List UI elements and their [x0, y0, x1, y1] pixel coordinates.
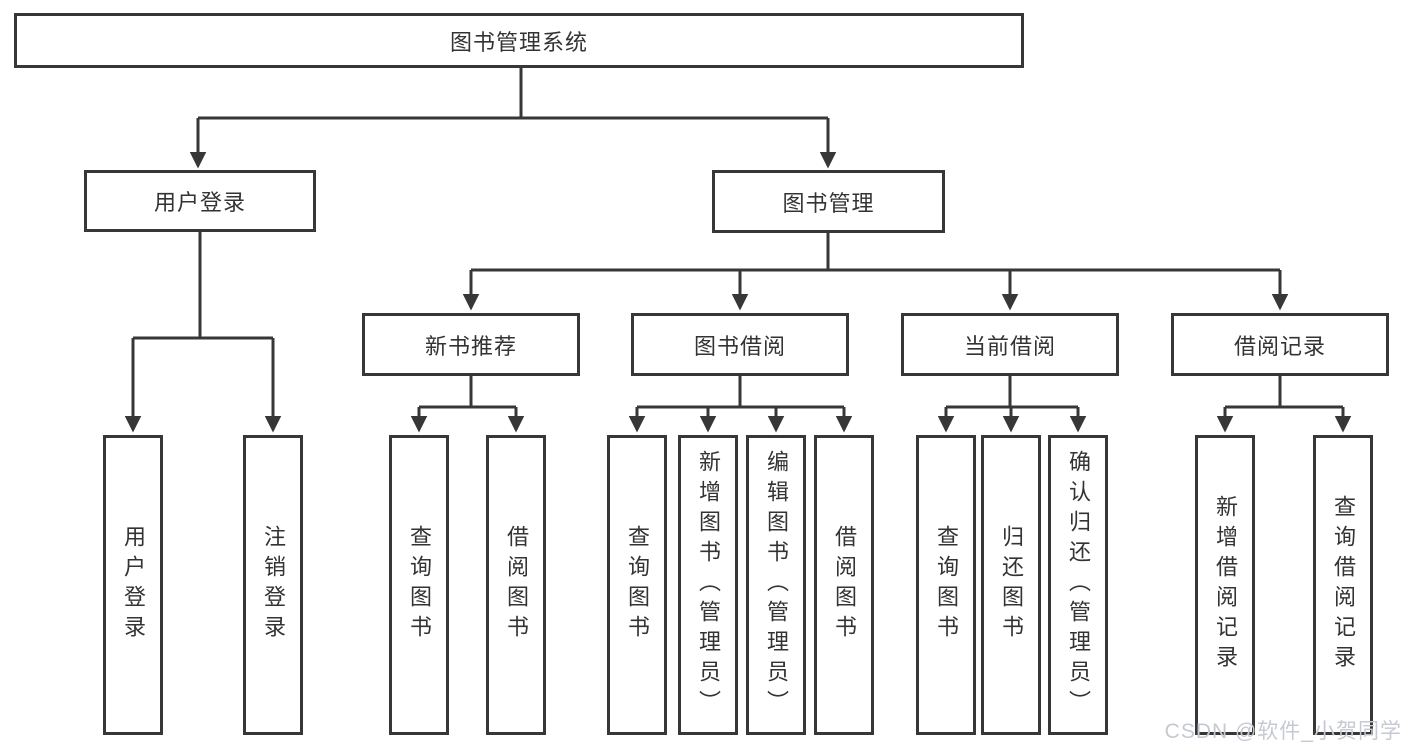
- leaf-logout-login: 注销登录: [243, 435, 303, 735]
- node-borrowing-records: 借阅记录: [1171, 313, 1389, 376]
- node-book-borrowing: 图书借阅: [631, 313, 849, 376]
- leaf-label: 查询借阅记录: [1331, 495, 1356, 675]
- node-label: 新书推荐: [424, 333, 517, 359]
- connector-group: [124, 68, 1352, 433]
- node-new-book-recommendation: 新书推荐: [362, 313, 580, 376]
- node-label: 当前借阅: [963, 333, 1056, 359]
- leaf-query-books-recommend: 查询图书: [389, 435, 449, 735]
- node-label: 借阅记录: [1233, 333, 1326, 359]
- leaf-query-books-current: 查询图书: [916, 435, 976, 735]
- leaf-add-books-admin: 新增图书（管理员）: [678, 435, 738, 735]
- leaf-label: 新增图书（管理员）: [696, 450, 721, 720]
- node-label: 图书管理: [782, 190, 875, 216]
- leaf-user-login: 用户登录: [103, 435, 163, 735]
- leaf-edit-books-admin: 编辑图书（管理员）: [746, 435, 806, 735]
- leaf-confirm-return-admin: 确认归还（管理员）: [1048, 435, 1108, 735]
- leaf-borrow-books: 借阅图书: [814, 435, 874, 735]
- leaf-borrow-books-recommend: 借阅图书: [486, 435, 546, 735]
- node-label: 图书管理系统: [449, 29, 588, 55]
- leaf-query-books-borrow: 查询图书: [607, 435, 667, 735]
- leaf-label: 用户登录: [121, 525, 146, 645]
- leaf-query-borrow-record: 查询借阅记录: [1313, 435, 1373, 735]
- node-library-management-system: 图书管理系统: [14, 13, 1024, 68]
- leaf-label: 查询图书: [625, 525, 650, 645]
- leaf-label: 查询图书: [407, 525, 432, 645]
- node-current-borrowing: 当前借阅: [901, 313, 1119, 376]
- node-user-login: 用户登录: [84, 170, 316, 232]
- leaf-label: 新增借阅记录: [1213, 495, 1238, 675]
- leaf-label: 查询图书: [934, 525, 959, 645]
- node-label: 用户登录: [153, 190, 246, 215]
- leaf-add-borrow-record: 新增借阅记录: [1195, 435, 1255, 735]
- leaf-label: 编辑图书（管理员）: [764, 450, 789, 720]
- node-book-management: 图书管理: [712, 170, 945, 233]
- leaf-label: 借阅图书: [832, 525, 857, 645]
- leaf-label: 确认归还（管理员）: [1066, 450, 1091, 720]
- leaf-label: 注销登录: [261, 525, 286, 645]
- leaf-label: 归还图书: [999, 525, 1024, 645]
- watermark: CSDN @软件_小贺同学: [1164, 720, 1402, 743]
- leaf-return-books: 归还图书: [981, 435, 1041, 735]
- node-label: 图书借阅: [693, 333, 786, 359]
- leaf-label: 借阅图书: [504, 525, 529, 645]
